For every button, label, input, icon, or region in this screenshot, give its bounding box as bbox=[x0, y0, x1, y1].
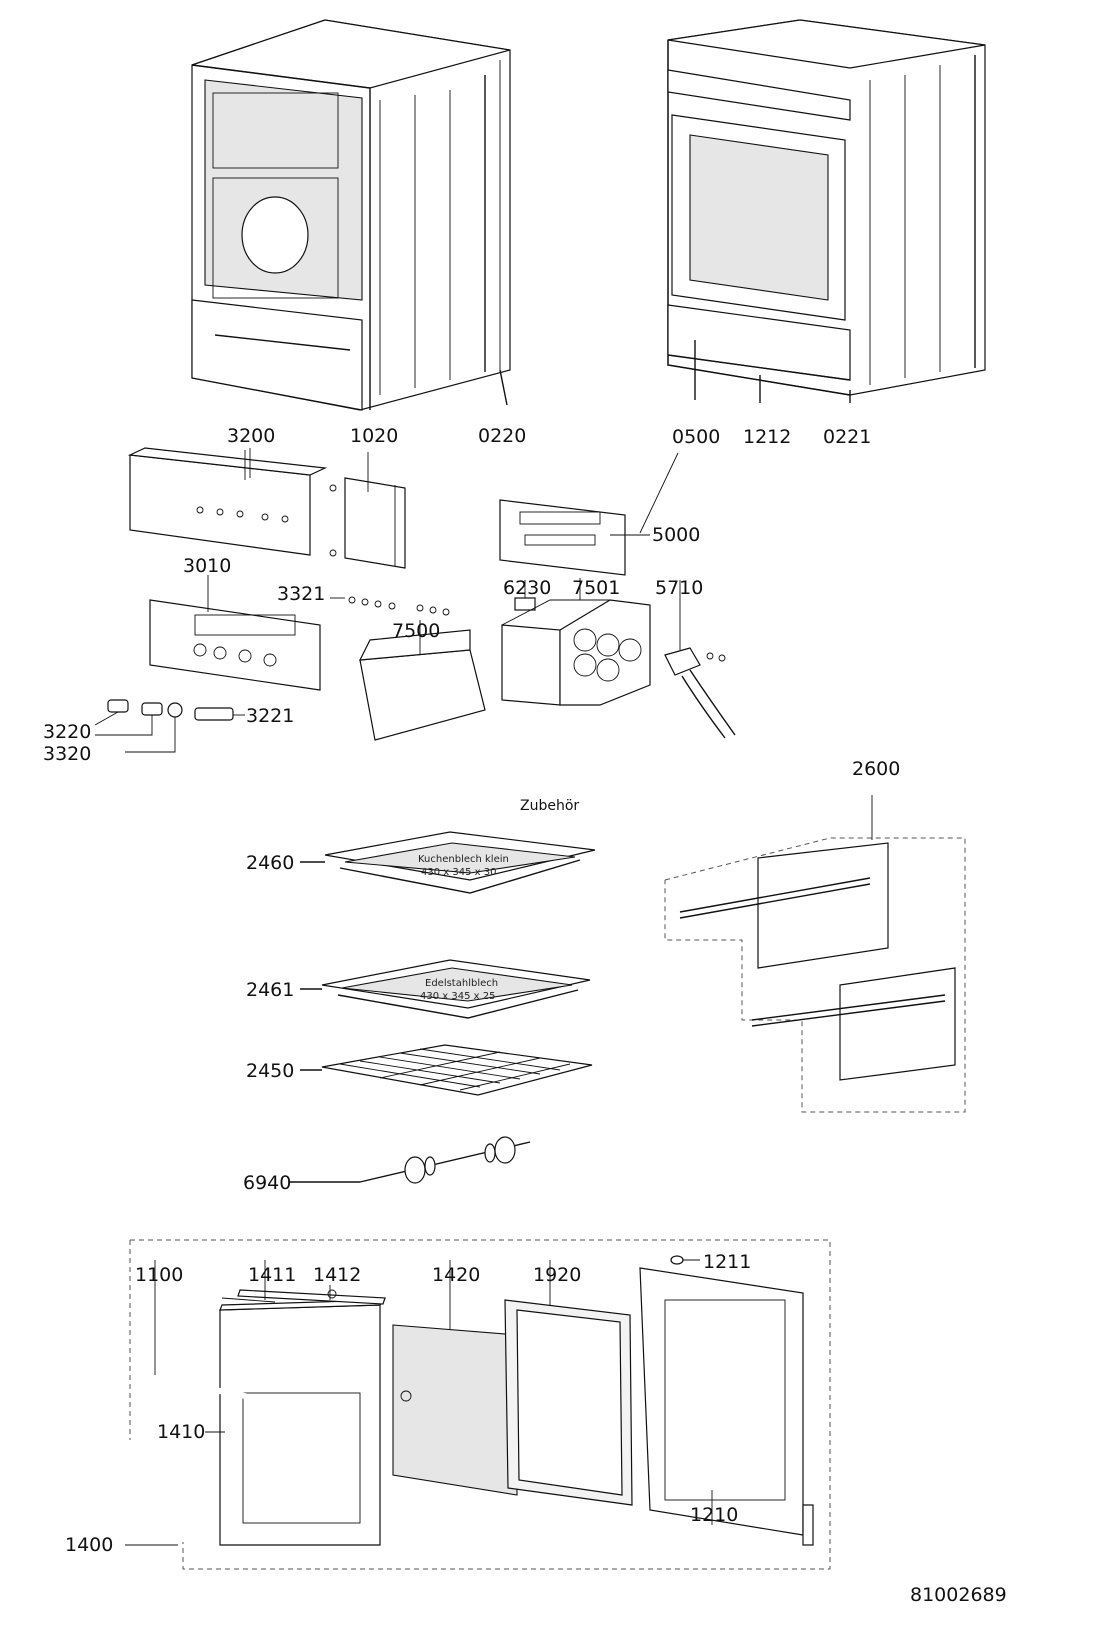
tray-2461-caption-line1: Edelstahlblech bbox=[425, 978, 498, 989]
baking-tray-2461 bbox=[300, 959, 591, 1019]
label-1920: 1920 bbox=[533, 1264, 581, 1286]
label-7500: 7500 bbox=[392, 620, 440, 642]
label-1212: 1212 bbox=[743, 426, 791, 448]
grill-rack-2450 bbox=[300, 1044, 593, 1096]
label-3221: 3221 bbox=[246, 705, 294, 727]
label-0220: 0220 bbox=[478, 425, 526, 447]
label-2460: 2460 bbox=[246, 852, 294, 874]
circuit-board-5000 bbox=[499, 499, 650, 576]
leader-lines bbox=[125, 448, 713, 1546]
tray-2461-caption-line2: 430 x 345 x 25 bbox=[420, 991, 495, 1002]
label-3200: 3200 bbox=[227, 425, 275, 447]
oven-housing-rear bbox=[191, 19, 511, 411]
label-1420: 1420 bbox=[432, 1264, 480, 1286]
label-2600: 2600 bbox=[852, 758, 900, 780]
label-3320: 3320 bbox=[43, 743, 91, 765]
label-1020: 1020 bbox=[350, 425, 398, 447]
panel-frame-3010 bbox=[149, 575, 321, 691]
baking-tray-2460 bbox=[300, 831, 596, 894]
sensor-6230 bbox=[514, 580, 536, 611]
bracket-1020 bbox=[329, 452, 406, 569]
label-6230: 6230 bbox=[503, 577, 551, 599]
container-7500 bbox=[358, 620, 486, 741]
telescopic-rails-2600 bbox=[664, 795, 966, 1113]
section-title: Zubehör bbox=[520, 798, 579, 814]
label-5000: 5000 bbox=[652, 524, 700, 546]
label-0500: 0500 bbox=[672, 426, 720, 448]
label-1412: 1412 bbox=[313, 1264, 361, 1286]
tray-2460-caption-line2: 430 x 345 x 30 bbox=[421, 867, 496, 878]
label-1400: 1400 bbox=[65, 1534, 113, 1556]
knobs-3220-3320-3221 bbox=[94, 699, 245, 753]
label-1100: 1100 bbox=[135, 1264, 183, 1286]
label-7501: 7501 bbox=[572, 577, 620, 599]
label-5710: 5710 bbox=[655, 577, 703, 599]
part-number-labels: 0220 0500 1212 0221 3200 1020 5000 3010 … bbox=[43, 425, 900, 1556]
label-1210: 1210 bbox=[690, 1504, 738, 1526]
oven-front bbox=[667, 19, 986, 403]
label-2450: 2450 bbox=[246, 1060, 294, 1082]
label-6940: 6940 bbox=[243, 1172, 291, 1194]
label-2461: 2461 bbox=[246, 979, 294, 1001]
fan-housing-7501 bbox=[501, 578, 651, 706]
rotisserie-spit-6940 bbox=[290, 1136, 531, 1184]
document-number: 81002689 bbox=[910, 1584, 1007, 1606]
label-3010: 3010 bbox=[183, 555, 231, 577]
label-3321: 3321 bbox=[277, 583, 325, 605]
tray-2460-caption-line1: Kuchenblech klein bbox=[418, 854, 509, 865]
control-panel-3200 bbox=[127, 447, 328, 556]
door-assembly-1400 bbox=[129, 1239, 831, 1570]
screws-3321 bbox=[330, 596, 450, 616]
cable-5710 bbox=[664, 580, 736, 739]
label-0221: 0221 bbox=[823, 426, 871, 448]
label-3220: 3220 bbox=[43, 721, 91, 743]
label-1410: 1410 bbox=[157, 1421, 205, 1443]
label-1211: 1211 bbox=[703, 1251, 751, 1273]
label-1411: 1411 bbox=[248, 1264, 296, 1286]
